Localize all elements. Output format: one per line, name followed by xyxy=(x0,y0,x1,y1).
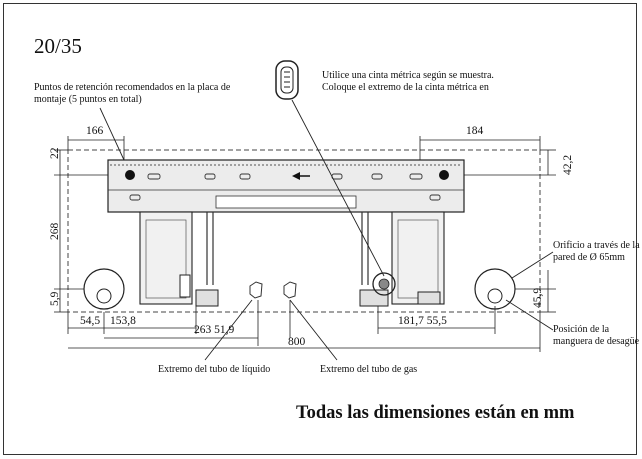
liquid-pipe-label: Extremo del tubo de líquido xyxy=(158,364,271,375)
leader-lines xyxy=(99,99,554,361)
dim-45-9: 45,9 xyxy=(532,287,544,308)
retention-points-note-line2: montaje (5 puntos en total) xyxy=(34,94,142,105)
dim-22: 22 xyxy=(49,147,61,160)
wall-hole-note-line2: pared de Ø 65mm xyxy=(553,252,625,263)
units-caption: Todas las dimensiones están en mm xyxy=(296,403,575,423)
dim-268: 268 xyxy=(49,222,61,240)
retention-points-note-line1: Puntos de retención recomendados en la p… xyxy=(34,82,231,93)
dim-263-51-9: 263 51,9 xyxy=(194,324,235,336)
dimension-lines xyxy=(54,136,556,352)
pipe-ends xyxy=(249,281,297,299)
dim-54-5: 54,5 xyxy=(80,315,101,327)
wall-hole-right xyxy=(474,268,516,310)
dim-42-2: 42,2 xyxy=(562,154,574,175)
measuring-tape-icon xyxy=(275,60,299,100)
tape-note-line2: Coloque el extremo de la cinta métrica e… xyxy=(322,82,489,93)
mounting-plate xyxy=(107,159,465,307)
dim-166: 166 xyxy=(86,125,104,137)
drain-note-line1: Posición de la xyxy=(553,324,610,335)
wall-hole-note-line1: Orificio a través de la xyxy=(553,240,640,251)
dim-153-8: 153,8 xyxy=(110,315,136,327)
dim-181-7-55-5: 181,7 55,5 xyxy=(398,315,447,327)
unit-outline xyxy=(67,149,541,313)
figure-frame xyxy=(3,3,637,455)
gas-pipe-label: Extremo del tubo de gas xyxy=(320,364,418,375)
dim-800: 800 xyxy=(288,336,306,348)
dim-184: 184 xyxy=(466,125,484,137)
tape-note-line1: Utilice una cinta métrica según se muest… xyxy=(322,70,494,81)
dim-5-9: 5,9 xyxy=(49,291,61,306)
wall-hole-left xyxy=(83,268,125,310)
page-number: 20/35 xyxy=(34,34,82,58)
drain-note-line2: manguera de desagüe xyxy=(553,336,640,347)
